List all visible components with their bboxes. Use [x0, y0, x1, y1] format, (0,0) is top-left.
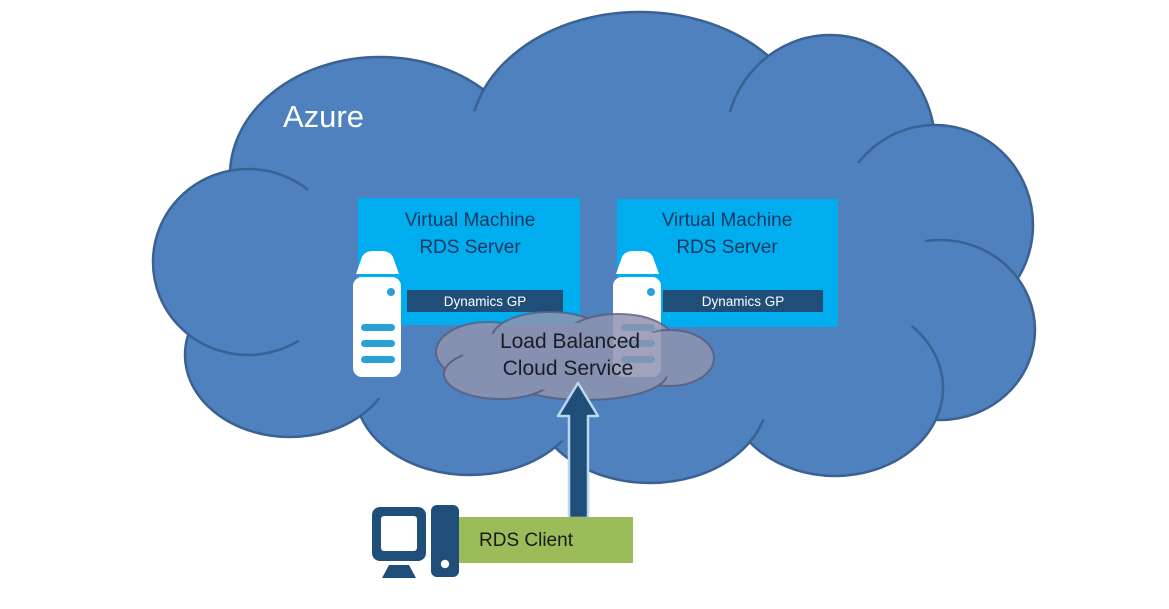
- server-1-led: [387, 288, 395, 296]
- rds-client-label: RDS Client: [479, 530, 574, 551]
- vm-1-title-line-1: Virtual Machine: [405, 210, 536, 231]
- cloud-body: [270, 98, 930, 442]
- azure-cloud-label: Azure: [283, 99, 364, 134]
- server-tower-icon-1: [353, 251, 401, 377]
- vm-2-app-badge-label: Dynamics GP: [702, 294, 785, 309]
- vm-1-title-line-2: RDS Server: [419, 237, 521, 258]
- load-balanced-label-line-1: Load Balanced: [500, 330, 640, 353]
- server-2-led: [647, 288, 655, 296]
- computer-tower: [431, 505, 459, 577]
- vm-box-1: Virtual Machine RDS Server Dynamics GP: [358, 198, 580, 325]
- vm-2-title-line-1: Virtual Machine: [662, 210, 793, 231]
- vm-1-app-badge-label: Dynamics GP: [444, 294, 527, 309]
- tower-button: [440, 559, 450, 569]
- vm-2-app-badge: [663, 290, 823, 312]
- desktop-computer-icon: [372, 505, 459, 578]
- load-balanced-cloud-shape: [435, 311, 715, 401]
- server-1-slot: [361, 356, 395, 363]
- server-1-slot: [361, 340, 395, 347]
- small-cloud-body: [463, 323, 687, 391]
- rds-client-background: [456, 517, 633, 563]
- rds-client-box: RDS Client: [456, 517, 633, 563]
- server-1-cap: [356, 251, 399, 274]
- server-2-cap: [616, 251, 659, 274]
- vm-2-title-line-2: RDS Server: [676, 237, 778, 258]
- load-balanced-cloud: Load Balanced Cloud Service: [435, 311, 715, 401]
- server-1-slot: [361, 324, 395, 331]
- monitor-screen: [381, 516, 417, 551]
- vm-1-app-badge: [407, 290, 563, 312]
- monitor-stand: [382, 565, 416, 578]
- load-balanced-label-line-2: Cloud Service: [503, 357, 634, 380]
